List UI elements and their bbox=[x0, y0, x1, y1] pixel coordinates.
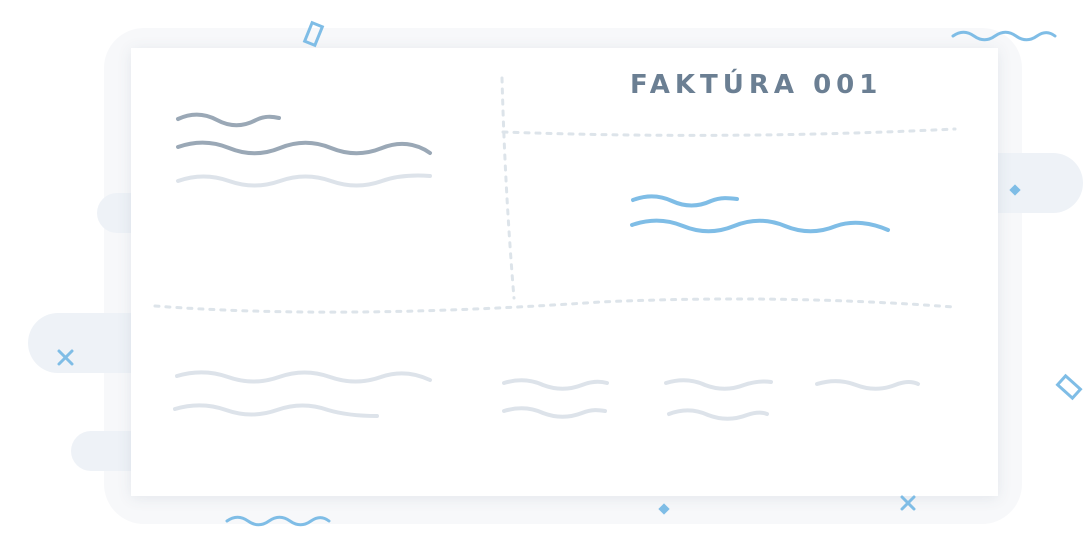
item-quantity-line bbox=[502, 406, 607, 419]
diamond-icon bbox=[1009, 184, 1021, 196]
item-quantity-line bbox=[502, 378, 609, 391]
diamond-icon bbox=[658, 503, 670, 515]
recipient-name-line bbox=[631, 194, 739, 208]
vertical-divider bbox=[500, 76, 516, 300]
header-divider bbox=[501, 127, 957, 137]
item-price-line bbox=[667, 408, 769, 421]
sender-detail-line bbox=[176, 173, 432, 188]
cross-icon bbox=[57, 349, 74, 366]
rectangle-outline-icon bbox=[302, 20, 325, 48]
item-price-line bbox=[664, 378, 773, 391]
recipient-address-line bbox=[630, 218, 890, 234]
sender-name-line bbox=[176, 112, 281, 128]
invoice-title: FAKTÚRA 001 bbox=[630, 70, 883, 100]
rectangle-outline-icon bbox=[1055, 373, 1083, 401]
item-total-line bbox=[815, 379, 920, 391]
cross-icon bbox=[900, 495, 916, 511]
item-description-line bbox=[175, 370, 432, 384]
wave-icon bbox=[951, 30, 1057, 42]
invoice-card bbox=[131, 48, 998, 496]
sender-address-line bbox=[176, 140, 432, 156]
item-description-line bbox=[173, 403, 379, 418]
wave-icon bbox=[225, 515, 331, 527]
section-divider bbox=[153, 297, 955, 314]
